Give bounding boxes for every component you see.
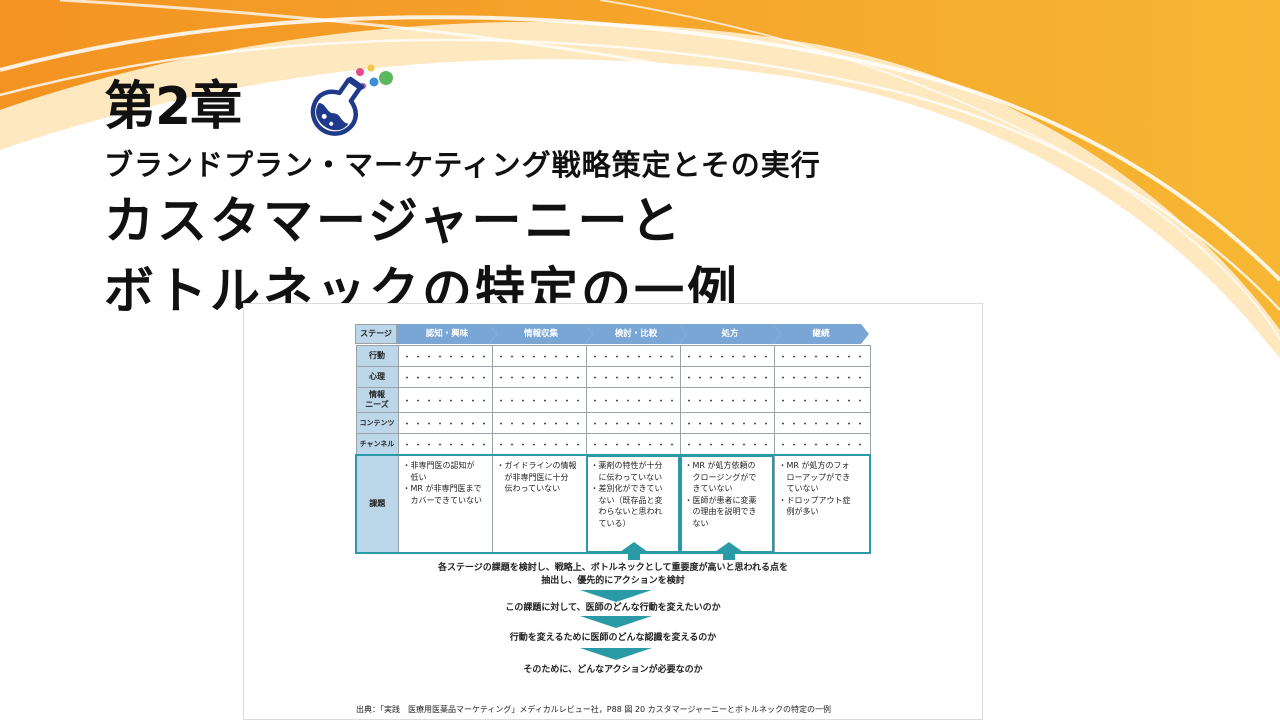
stage-chevron: 継続 [773, 324, 869, 344]
stage-chevron: 検討・比較 [585, 324, 687, 344]
table-cell: ・・・・・・・・ [773, 412, 871, 434]
issue-line: 例が多い [778, 507, 819, 516]
table-cell: ・・・・・・・・ [491, 366, 587, 388]
issue-line: ・薬剤の特性が十分 [590, 461, 663, 470]
table-row: 行動 ・・・・・・・・ ・・・・・・・・ ・・・・・・・・ ・・・・・・・・ ・… [355, 345, 871, 367]
table-cell: ・・・・・・・・ [491, 387, 587, 413]
bottleneck-issue-cell: ・薬剤の特性が十分 に伝わっていない ・差別化ができてい ない（既存品と変 わら… [585, 454, 681, 554]
issue-line: ・MR が非専門医まで [402, 484, 482, 493]
issue-line: きていない [684, 484, 733, 493]
issue-line: わらないと思われ [590, 507, 663, 516]
issue-line: の理由を説明でき [684, 507, 757, 516]
step-description: 行動を変えるために医師のどんな認識を変えるのか [509, 633, 717, 643]
down-triangle-icon [580, 616, 652, 628]
row-label: コンテンツ [355, 412, 399, 434]
table-cell: ・・・・・・・・ [773, 433, 871, 456]
stage-chevron: 認知・興味 [397, 324, 497, 344]
stage-chevron: 処方 [679, 324, 781, 344]
step-line: 各ステージの課題を検討し、戦略上、ボトルネックとして重要度が高いと思われる点を [437, 563, 789, 573]
issue-line: ている） [590, 518, 631, 528]
table-cell: ・・・・・・・・ [585, 366, 681, 388]
table-cell: ・・・・・・・・ [491, 345, 587, 367]
issues-label: 課題 [355, 454, 399, 554]
up-arrow-icon [715, 542, 743, 560]
slide-title-line1: カスタマージャーニーと [104, 192, 684, 250]
row-label: 情報 ニーズ [355, 387, 399, 413]
row-label-line: 情報 [369, 390, 385, 399]
row-label: 心理 [355, 366, 399, 388]
issues-row: 課題 ・非専門医の認知が 低い ・MR が非専門医まで カバーできていない ・ガ… [355, 454, 871, 554]
table-row: チャンネル ・・・・・・・・ ・・・・・・・・ ・・・・・・・・ ・・・・・・・… [355, 433, 871, 456]
step-description: そのために、どんなアクションが必要なのか [523, 665, 703, 675]
issue-line: ・ドロップアウト症 [778, 495, 851, 505]
issue-line: が非専門医に十分 [496, 472, 569, 482]
issue-line: ない [684, 518, 709, 528]
flask-icon [310, 64, 393, 136]
table-row: コンテンツ ・・・・・・・・ ・・・・・・・・ ・・・・・・・・ ・・・・・・・… [355, 412, 871, 434]
issue-line: ・MR が処方のフォ [778, 461, 850, 470]
down-triangle-icon [580, 648, 652, 660]
issue-cell: ・MR が処方のフォ ローアップができ ていない ・ドロップアウト症 例が多い [773, 454, 871, 554]
table-cell: ・・・・・・・・ [397, 366, 493, 388]
table-row: 心理 ・・・・・・・・ ・・・・・・・・ ・・・・・・・・ ・・・・・・・・ ・… [355, 366, 871, 388]
row-label: チャンネル [355, 433, 399, 456]
slide-title: カスタマージャーニーと ボトルネックの特定の一例 [104, 186, 740, 326]
issue-line: ローアップができ [778, 472, 851, 482]
journey-table: 行動 ・・・・・・・・ ・・・・・・・・ ・・・・・・・・ ・・・・・・・・ ・… [355, 345, 871, 554]
up-arrow-icon [620, 542, 648, 560]
table-cell: ・・・・・・・・ [491, 433, 587, 456]
issue-line: ・医師が患者に変薬 [684, 495, 757, 505]
table-cell: ・・・・・・・・ [773, 366, 871, 388]
table-cell: ・・・・・・・・ [397, 345, 493, 367]
issue-line: ・MR が処方依頼の [684, 461, 756, 470]
table-cell: ・・・・・・・・ [679, 412, 775, 434]
issue-line: ・ガイドラインの情報 [496, 461, 577, 470]
issue-line: ない（既存品と変 [590, 495, 663, 505]
bottleneck-issue-cell: ・MR が処方依頼の クロージングがで きていない ・医師が患者に変薬 の理由を… [679, 454, 775, 554]
issue-line: ・差別化ができてい [590, 484, 663, 493]
stage-header-label: ステージ [355, 324, 397, 344]
table-cell: ・・・・・・・・ [773, 387, 871, 413]
step-description: この課題に対して、医師のどんな行動を変えたいのか [505, 603, 721, 613]
step-line: 抽出し、優先的にアクションを検討 [541, 576, 685, 586]
table-cell: ・・・・・・・・ [397, 433, 493, 456]
row-label: 行動 [355, 345, 399, 367]
stage-chevron: 情報収集 [489, 324, 593, 344]
issue-line: 伝わっていない [496, 484, 561, 493]
chapter-label: 第2章 [104, 77, 242, 137]
down-triangle-icon [580, 590, 652, 602]
issue-cell: ・非専門医の認知が 低い ・MR が非専門医まで カバーできていない [397, 454, 493, 554]
table-cell: ・・・・・・・・ [585, 433, 681, 456]
source-citation: 出典：「実践 医療用医薬品マーケティング」メディカルレビュー社，P88 図 20… [356, 705, 832, 714]
table-cell: ・・・・・・・・ [397, 412, 493, 434]
table-cell: ・・・・・・・・ [585, 387, 681, 413]
table-cell: ・・・・・・・・ [397, 387, 493, 413]
slide-subtitle: ブランドプラン・マーケティング戦略策定とその実行 [104, 148, 821, 182]
table-row: 情報 ニーズ ・・・・・・・・ ・・・・・・・・ ・・・・・・・・ ・・・・・・… [355, 387, 871, 413]
table-cell: ・・・・・・・・ [773, 345, 871, 367]
issue-cell: ・ガイドラインの情報 が非専門医に十分 伝わっていない [491, 454, 587, 554]
issue-line: ・非専門医の認知が [402, 461, 475, 470]
table-cell: ・・・・・・・・ [679, 433, 775, 456]
table-cell: ・・・・・・・・ [679, 366, 775, 388]
table-cell: ・・・・・・・・ [585, 412, 681, 434]
table-cell: ・・・・・・・・ [679, 387, 775, 413]
table-cell: ・・・・・・・・ [585, 345, 681, 367]
issue-line: クロージングがで [684, 472, 757, 482]
row-label-line: ニーズ [365, 400, 389, 409]
issue-line: 低い [402, 472, 427, 482]
step-description: 各ステージの課題を検討し、戦略上、ボトルネックとして重要度が高いと思われる点を … [356, 562, 870, 588]
stage-chevrons: 認知・興味 情報収集 検討・比較 処方 継続 [397, 324, 869, 344]
table-cell: ・・・・・・・・ [491, 412, 587, 434]
issue-line: カバーできていない [402, 495, 483, 505]
issue-line: ていない [778, 484, 819, 493]
issue-line: に伝わっていない [590, 472, 663, 482]
table-cell: ・・・・・・・・ [679, 345, 775, 367]
